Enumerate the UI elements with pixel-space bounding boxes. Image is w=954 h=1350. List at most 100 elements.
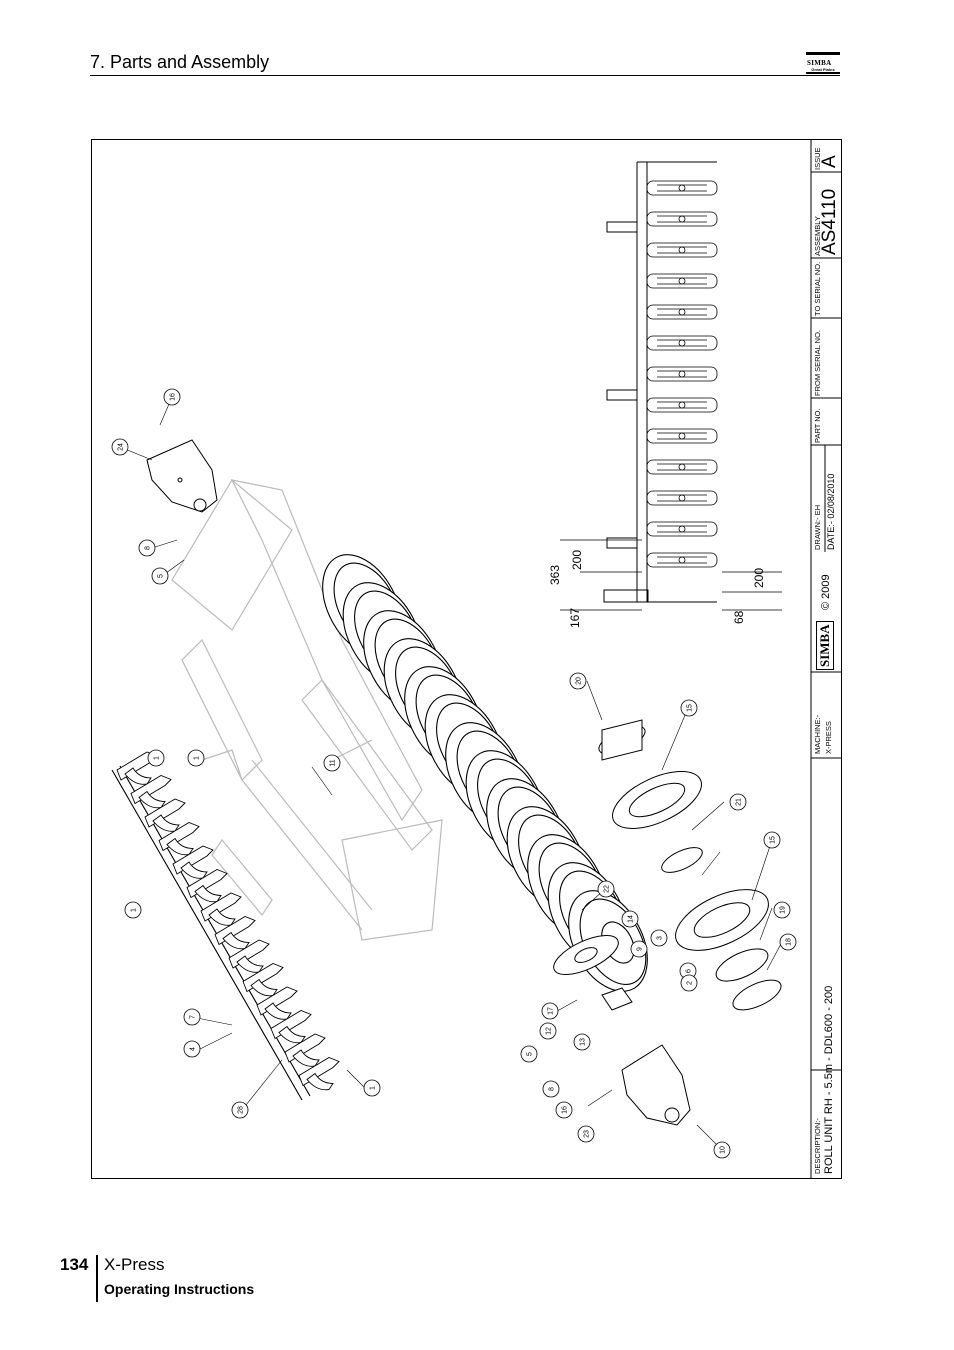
callout-number: 5 [527,1052,534,1056]
callout-number: 16 [170,393,177,401]
callout-balloon: 1 [363,1079,381,1097]
simba-logo: SIMBA Great Plains [806,52,840,74]
callout-number: 2 [687,981,694,985]
spacers [598,719,782,1011]
callout-balloon: 11 [323,754,341,772]
callout-balloon: 22 [597,880,615,898]
page-number: 134 [60,1255,89,1274]
callout-balloon: 1 [147,749,165,767]
tb-drawn: DRAWN:- EH [813,504,822,550]
callout-balloon: 3 [650,929,668,947]
page-section-title: 7. Parts and Assembly [90,52,270,72]
end-plate-bottom [621,1044,691,1126]
header-rule [90,75,840,76]
dim-200-top: 200 [570,549,584,570]
callout-number: 8 [145,546,152,550]
bearing-housing [553,935,633,1011]
tine [130,774,172,809]
logo-text: SIMBA [807,59,832,67]
callout-number: 19 [780,906,787,914]
tine [256,986,298,1020]
callout-number: 17 [548,1007,555,1015]
tb-from-serial-label: FROM SERIAL NO. [813,330,822,396]
tine [284,1033,326,1067]
elevation-disc [646,552,718,568]
tb-part-no-label: PART NO. [813,408,822,443]
callout-balloon: 8 [138,539,156,557]
callout-number: 3 [657,936,664,940]
dim-167: 167 [568,607,582,628]
callout-balloon: 20 [569,672,587,690]
callout-number: 12 [546,1027,553,1035]
callout-number: 22 [604,885,611,893]
logo-bar-top [806,52,840,55]
callout-balloon: 12 [539,1022,557,1040]
elevation-disc [646,211,718,227]
callout-balloon: 5 [520,1045,538,1063]
tine [200,892,242,926]
footer-subtitle: Operating Instructions [104,1281,255,1297]
callout-balloon: 16 [163,388,181,406]
elevation-disc [646,273,718,289]
callout-number: 1 [370,1086,377,1090]
callout-balloon: 1 [124,901,142,919]
tb-description-value: ROLL UNIT RH - 5.5m - DDL600 - 200 [823,985,835,1174]
callout-balloon: 1 [187,749,205,767]
callout-balloon: 9 [630,940,648,958]
elevation-disc [646,242,718,258]
callout-number: 4 [190,1047,197,1051]
callout-number: 1 [154,756,161,760]
callout-number: 16 [562,1106,569,1114]
callout-balloon: 16 [555,1101,573,1119]
dim-68: 68 [732,610,746,624]
main-frame [171,479,443,941]
callout-balloon: 19 [773,901,791,919]
callout-number: 10 [720,1146,727,1154]
logo-subtext: Great Plains [811,67,835,72]
callout-balloon: 2 [680,974,698,992]
end-plate-top [146,439,218,513]
callout-balloon: 23 [577,1125,595,1143]
tine [158,821,200,856]
callout-number: 9 [637,947,644,951]
callout-balloon: 18 [779,933,797,951]
tine [214,915,256,950]
callout-balloon: 10 [713,1141,731,1159]
callout-number: 20 [576,677,583,685]
callout-number: 21 [736,798,743,806]
callout-number: 1 [194,756,201,760]
callout-balloon: 24 [111,438,129,456]
elevation-discs [646,180,718,568]
tb-machine-label: MACHINE:- [813,714,822,754]
callout-balloon: 15 [763,831,781,849]
tine [172,845,214,879]
callout-number: 18 [786,938,793,946]
callout-number: 11 [330,759,337,766]
dim-363: 363 [548,564,562,585]
elevation-disc [646,521,718,537]
elevation-disc [646,459,718,475]
tine-bar [111,765,311,1101]
elevation-disc [646,397,718,413]
dim-200-bottom: 200 [752,567,766,588]
callout-balloon: 17 [541,1002,559,1020]
elevation-disc [646,366,718,382]
tine [186,868,228,903]
callout-number: 28 [238,1106,245,1114]
tine [228,939,270,973]
elevation-disc [646,428,718,444]
callout-number: 23 [584,1130,591,1138]
callout-balloon: 28 [231,1101,249,1119]
tines [116,751,340,1091]
elevation-disc [646,304,718,320]
callout-balloon: 21 [729,793,747,811]
callout-number: 24 [118,443,125,451]
tine [298,1056,340,1091]
tine [270,1009,312,1044]
footer-product: X-Press [104,1255,165,1274]
elevation-disc [646,335,718,351]
tb-description-label: DESCRIPTION:- [813,1118,822,1174]
footer-rule [96,1255,98,1302]
callout-number: 14 [628,915,635,923]
